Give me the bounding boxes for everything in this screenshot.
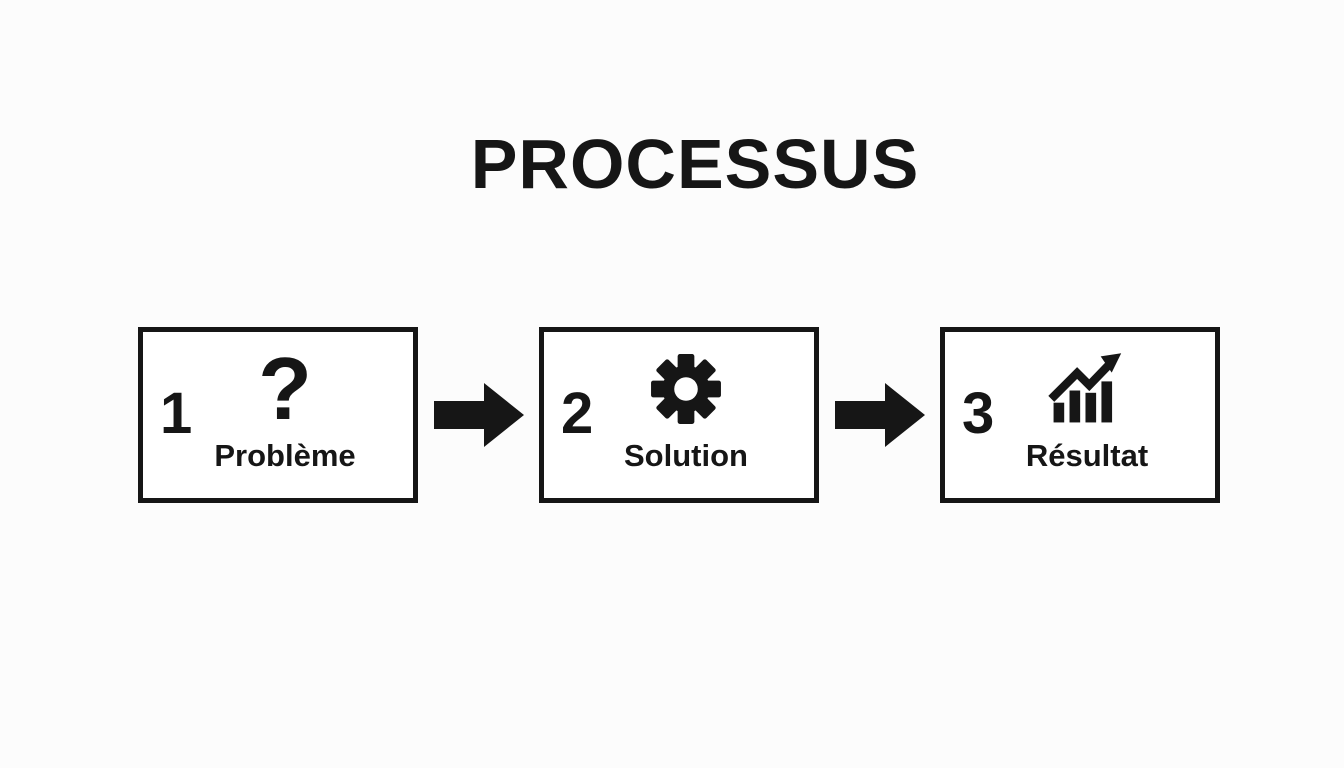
- step-label: Résultat: [1025, 438, 1149, 473]
- arrow-right-icon: [433, 383, 524, 447]
- growth-chart-icon: [1047, 348, 1127, 430]
- connector-1: [418, 383, 539, 447]
- gear-icon: [648, 348, 724, 430]
- connector-2: [819, 383, 940, 447]
- step-label: Solution: [624, 438, 748, 473]
- step-box-resultat: 3 Résultat: [940, 327, 1220, 503]
- step-label: Problème: [214, 438, 356, 473]
- question-mark-icon: ?: [258, 339, 312, 438]
- step-number: 1: [160, 380, 193, 446]
- step-box-probleme: 1 ? Problème: [138, 327, 418, 503]
- step-box-solution: 2: [539, 327, 819, 503]
- step-number: 3: [962, 380, 995, 446]
- arrow-right-icon: [834, 383, 925, 447]
- process-flow-row: 1 ? Problème 2: [138, 327, 1220, 503]
- step-number: 2: [561, 380, 594, 446]
- page-title: PROCESSUS: [470, 125, 920, 203]
